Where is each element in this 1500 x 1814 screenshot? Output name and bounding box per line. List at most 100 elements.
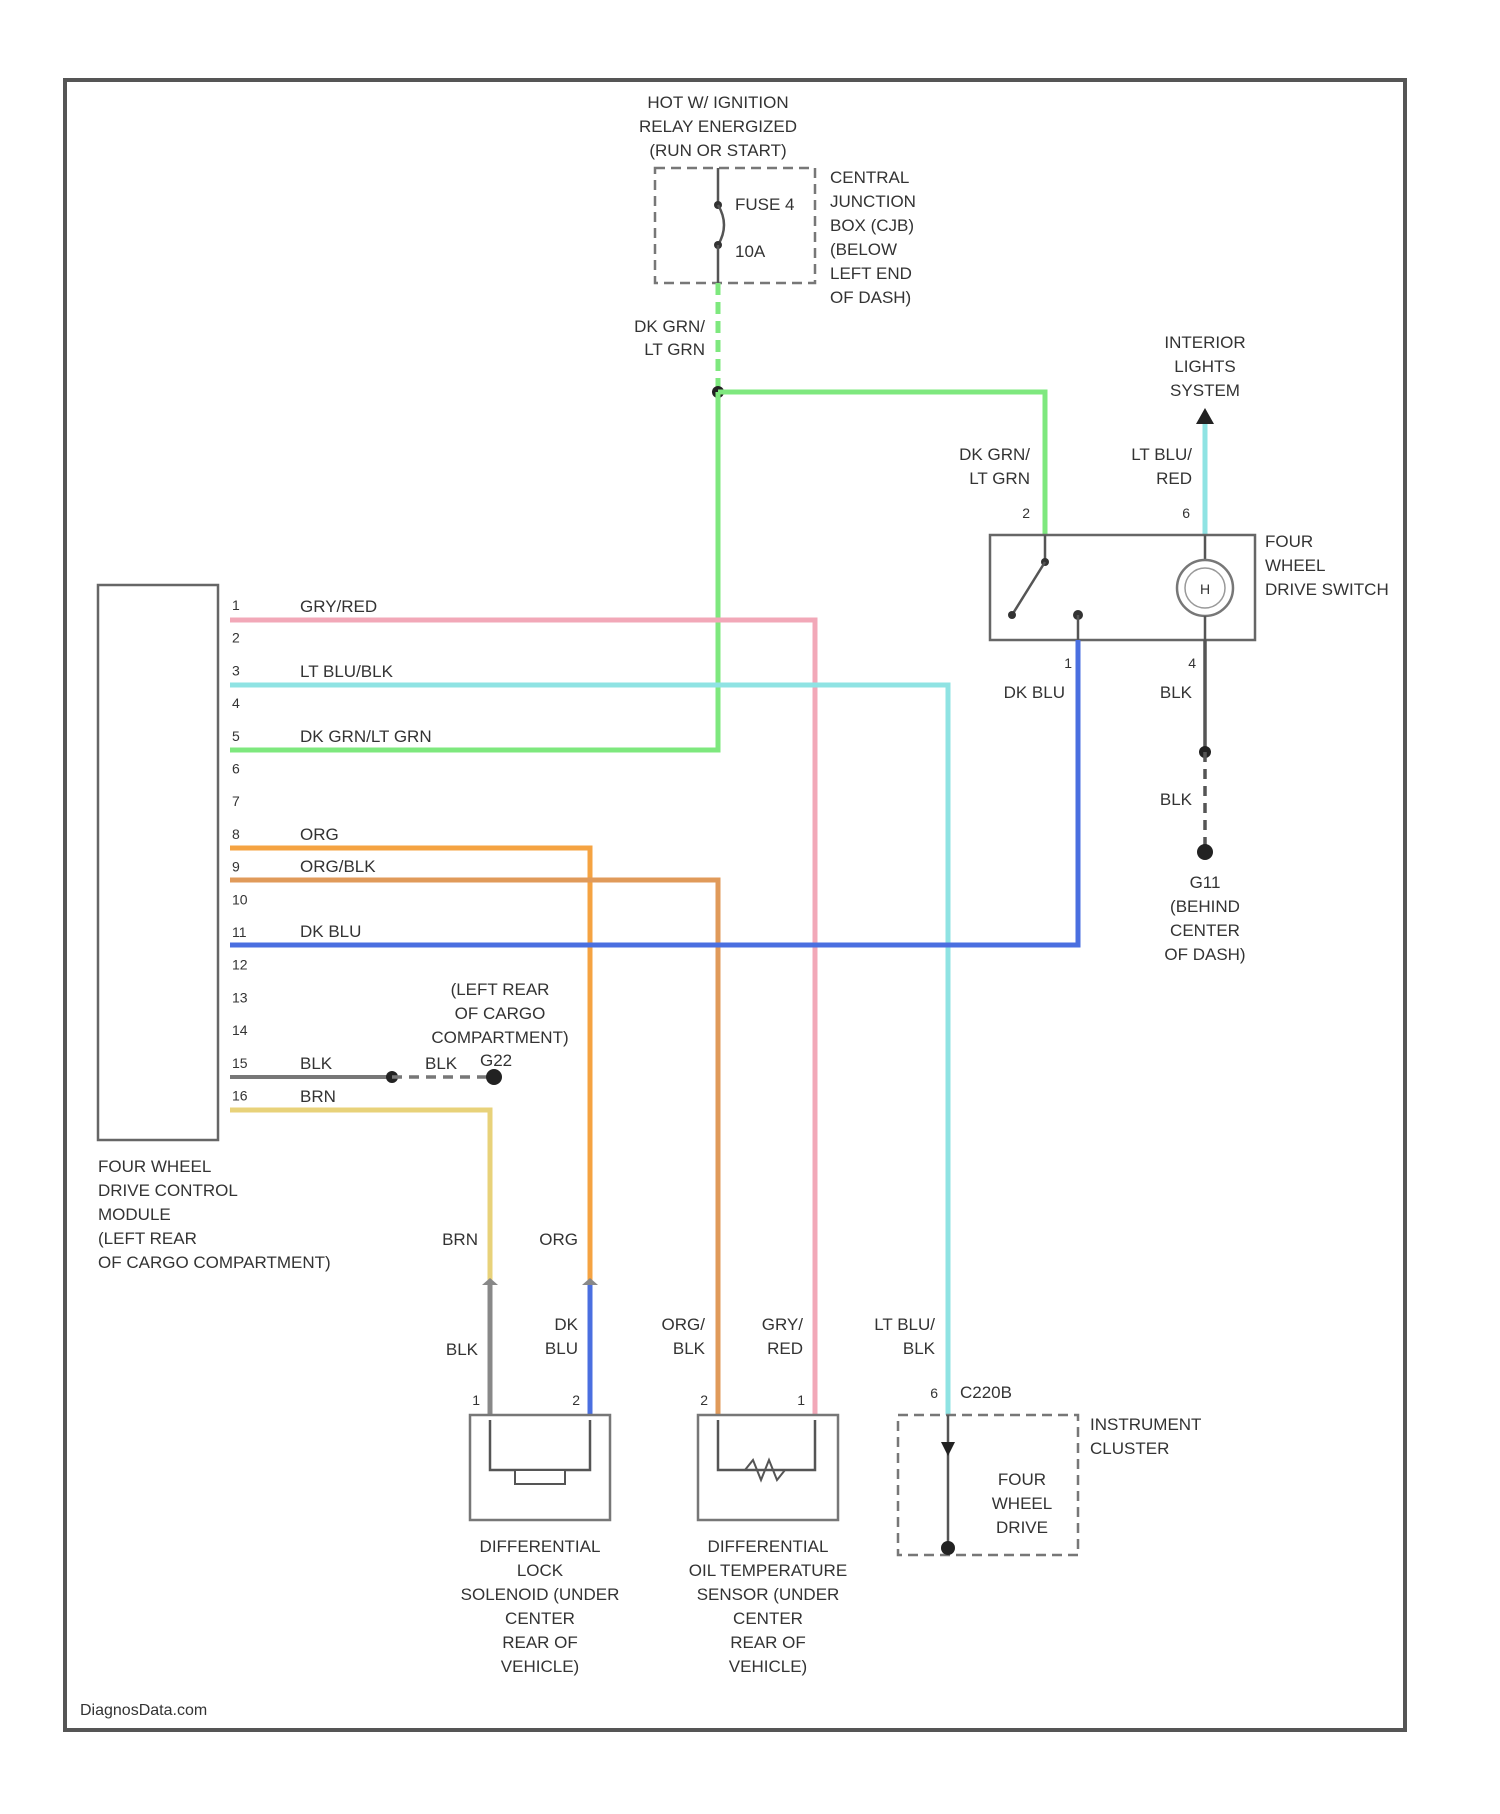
svg-text:BOX (CJB): BOX (CJB)	[830, 216, 914, 235]
svg-text:RELAY ENERGIZED: RELAY ENERGIZED	[639, 117, 797, 136]
module-pin-14: 14	[232, 1022, 248, 1038]
svg-text:OIL TEMPERATURE: OIL TEMPERATURE	[689, 1561, 847, 1580]
svg-text:DRIVE CONTROL: DRIVE CONTROL	[98, 1181, 238, 1200]
svg-text:OF CARGO COMPARTMENT): OF CARGO COMPARTMENT)	[98, 1253, 331, 1272]
module-pin-4: 4	[232, 695, 240, 711]
module-pin-9: 9	[232, 859, 240, 875]
svg-text:JUNCTION: JUNCTION	[830, 192, 916, 211]
four-wheel-drive-control-module	[98, 585, 218, 1140]
svg-text:WHEEL: WHEEL	[1265, 556, 1325, 575]
svg-text:OF DASH): OF DASH)	[830, 288, 911, 307]
module-pin-11: 11	[232, 924, 247, 940]
svg-text:BRN: BRN	[442, 1230, 478, 1249]
svg-text:SENSOR (UNDER: SENSOR (UNDER	[697, 1585, 840, 1604]
svg-text:BLU: BLU	[545, 1339, 578, 1358]
module-pin-10: 10	[232, 891, 248, 907]
switch-pin-4: 4	[1188, 655, 1196, 671]
label-blk-switch: BLK	[1160, 683, 1193, 702]
ground-g11-icon	[1197, 844, 1213, 860]
svg-text:LEFT END: LEFT END	[830, 264, 912, 283]
module-pin-12: 12	[232, 957, 248, 973]
svg-text:CENTER: CENTER	[733, 1609, 803, 1628]
module-pin-1: 1	[232, 597, 240, 613]
svg-text:MODULE: MODULE	[98, 1205, 171, 1224]
svg-text:FOUR WHEEL: FOUR WHEEL	[98, 1157, 211, 1176]
svg-text:FUSE 4: FUSE 4	[735, 195, 795, 214]
footer-watermark: DiagnosData.com	[80, 1702, 207, 1719]
svg-text:BLK: BLK	[673, 1339, 706, 1358]
switch-pin-6: 6	[1182, 505, 1190, 521]
svg-text:OF CARGO: OF CARGO	[455, 1004, 546, 1023]
svg-text:(LEFT REAR: (LEFT REAR	[98, 1229, 197, 1248]
label-gry-red: GRY/RED	[300, 597, 377, 616]
svg-text:H: H	[1200, 581, 1210, 597]
svg-text:SOLENOID (UNDER: SOLENOID (UNDER	[461, 1585, 620, 1604]
svg-text:G11: G11	[1190, 873, 1221, 892]
svg-text:RED: RED	[767, 1339, 803, 1358]
svg-text:OF DASH): OF DASH)	[1164, 945, 1245, 964]
label-org: ORG	[300, 825, 339, 844]
svg-text:CENTRAL: CENTRAL	[830, 168, 909, 187]
svg-text:SYSTEM: SYSTEM	[1170, 381, 1240, 400]
label-dkgrn-ltgrn-module: DK GRN/LT GRN	[300, 727, 432, 746]
svg-text:INSTRUMENT: INSTRUMENT	[1090, 1415, 1201, 1434]
svg-text:COMPARTMENT): COMPARTMENT)	[431, 1028, 568, 1047]
svg-text:INTERIOR: INTERIOR	[1164, 333, 1245, 352]
svg-text:ORG/: ORG/	[662, 1315, 706, 1334]
label-org-blk: ORG/BLK	[300, 857, 376, 876]
svg-text:(LEFT REAR: (LEFT REAR	[451, 980, 550, 999]
svg-text:DK GRN/: DK GRN/	[959, 445, 1030, 464]
svg-text:VEHICLE): VEHICLE)	[501, 1657, 579, 1676]
label-blk-solenoid: BLK	[446, 1340, 479, 1359]
svg-text:LT GRN: LT GRN	[644, 340, 705, 359]
svg-text:CENTER: CENTER	[505, 1609, 575, 1628]
ground-g22-icon	[486, 1069, 502, 1085]
module-pin-5: 5	[232, 728, 240, 744]
svg-text:(BELOW: (BELOW	[830, 240, 897, 259]
svg-text:FOUR: FOUR	[1265, 532, 1313, 551]
module-pin-7: 7	[232, 793, 240, 809]
svg-text:LOCK: LOCK	[517, 1561, 564, 1580]
interior-lights-label: INTERIOR LIGHTS SYSTEM	[1164, 333, 1245, 400]
solenoid-pin-1: 1	[472, 1392, 480, 1408]
svg-text:RED: RED	[1156, 469, 1192, 488]
svg-text:DIFFERENTIAL: DIFFERENTIAL	[480, 1537, 601, 1556]
label-g22: G22	[480, 1051, 512, 1070]
svg-text:DIFFERENTIAL: DIFFERENTIAL	[708, 1537, 829, 1556]
label-dkblu-switch: DK BLU	[1004, 683, 1065, 702]
hot-label: HOT W/ IGNITION RELAY ENERGIZED (RUN OR …	[639, 93, 797, 160]
module-pin-2: 2	[232, 630, 240, 646]
svg-text:BLK: BLK	[903, 1339, 936, 1358]
svg-text:(BEHIND: (BEHIND	[1170, 897, 1240, 916]
label-c220b: C220B	[960, 1383, 1012, 1402]
module-pin-13: 13	[232, 989, 248, 1005]
module-pin-15: 15	[232, 1055, 248, 1071]
solenoid-pin-2: 2	[572, 1392, 580, 1408]
label-blk-ground: BLK	[1160, 790, 1193, 809]
svg-text:FOUR: FOUR	[998, 1470, 1046, 1489]
svg-text:DK GRN/: DK GRN/	[634, 317, 705, 336]
switch-pin-1: 1	[1064, 655, 1072, 671]
cluster-pin-6: 6	[930, 1385, 938, 1401]
label-dkblu-module: DK BLU	[300, 922, 361, 941]
sensor-pin-1: 1	[797, 1392, 805, 1408]
module-pin-16: 16	[232, 1088, 248, 1104]
svg-text:REAR OF: REAR OF	[730, 1633, 806, 1652]
svg-text:GRY/: GRY/	[762, 1315, 804, 1334]
label-brn-module: BRN	[300, 1087, 336, 1106]
svg-text:(RUN OR START): (RUN OR START)	[649, 141, 786, 160]
svg-text:CLUSTER: CLUSTER	[1090, 1439, 1169, 1458]
label-blk-cargo: BLK	[425, 1054, 458, 1073]
svg-text:CENTER: CENTER	[1170, 921, 1240, 940]
svg-text:DRIVE: DRIVE	[996, 1518, 1048, 1537]
label-blk-module: BLK	[300, 1054, 333, 1073]
sensor-pin-2: 2	[700, 1392, 708, 1408]
svg-text:LIGHTS: LIGHTS	[1174, 357, 1235, 376]
svg-text:REAR OF: REAR OF	[502, 1633, 578, 1652]
svg-text:VEHICLE): VEHICLE)	[729, 1657, 807, 1676]
indicator-label: FOUR WHEEL DRIVE	[992, 1470, 1052, 1537]
svg-text:WHEEL: WHEEL	[992, 1494, 1052, 1513]
label-ltblu-blk: LT BLU/BLK	[300, 662, 394, 681]
svg-text:DRIVE SWITCH: DRIVE SWITCH	[1265, 580, 1389, 599]
